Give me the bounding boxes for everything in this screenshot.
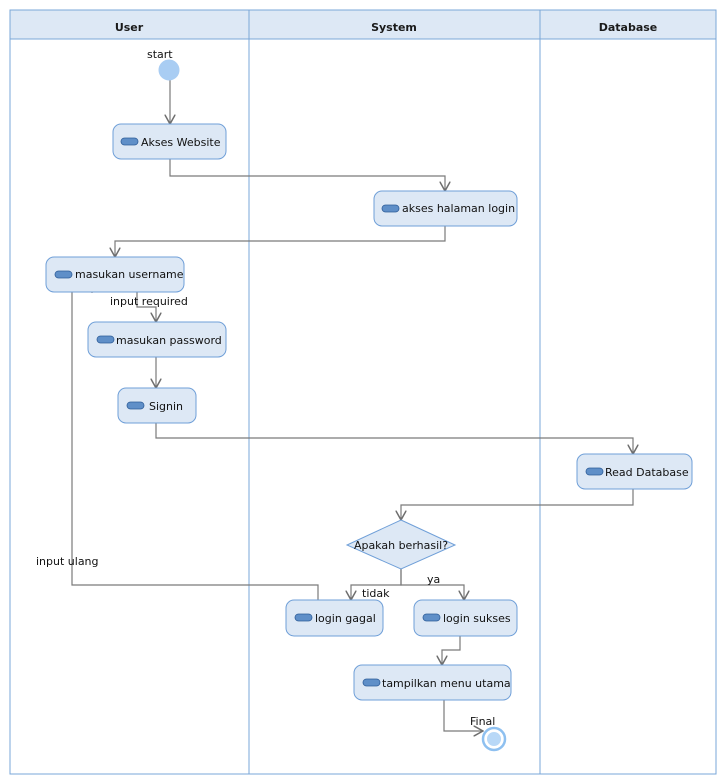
action-box [117,387,197,424]
edge-username-password [136,292,156,322]
lane-header-system [248,9,541,40]
edge-labels: input required input ulang tidak ya [36,295,440,600]
action-box [285,599,384,637]
edge-label-input-required: input required [110,295,188,308]
action-masukan-username[interactable]: masukan username [45,256,185,293]
action-label-login-sukses: login sukses [443,612,511,625]
action-signin[interactable]: Signin [117,387,197,424]
lane-title-user: User [115,21,144,34]
action-masukan-password[interactable]: masukan password [87,321,227,358]
lane-title-system: System [371,21,417,34]
edge-menu-utama-final [443,700,483,731]
action-icon [422,613,441,622]
action-box [45,256,185,293]
action-label-tampilkan-menu-utama: tampilkan menu utama [382,677,511,690]
action-label-masukan-password: masukan password [116,334,222,347]
edge-akses-website-halaman-login [169,159,445,191]
edge-label-input-ulang: input ulang [36,555,99,568]
action-label-signin: Signin [149,400,183,413]
swimlanes: User System Database [9,9,717,775]
edge-read-database-decision [401,489,634,520]
edge-halaman-login-username [115,226,446,257]
action-icon [294,613,313,622]
start-node[interactable]: start [147,48,180,81]
action-box [413,599,518,637]
action-box [576,453,693,490]
final-label: Final [470,715,495,728]
action-label-read-database: Read Database [605,466,689,479]
edge-decision-login-sukses [400,569,464,600]
action-icon [120,137,139,146]
edge-label-tidak: tidak [362,587,390,600]
action-login-sukses[interactable]: login sukses [413,599,518,637]
action-box [87,321,227,358]
swimlane-frame [9,9,717,775]
decision-label: Apakah berhasil? [354,539,448,552]
edge-label-ya: ya [427,573,440,586]
action-icon [585,467,604,476]
action-box [112,123,227,160]
action-icon [362,678,381,687]
action-login-gagal[interactable]: login gagal [285,599,384,637]
start-label: start [147,48,173,61]
action-icon [126,401,145,410]
action-icon [381,204,400,213]
action-box [373,190,518,227]
edge-login-sukses-menu-utama [442,636,461,665]
action-akses-halaman-login[interactable]: akses halaman login [373,190,518,227]
action-label-akses-website: Akses Website [141,136,221,149]
decision-diamond [345,519,457,570]
start-circle [158,59,180,81]
final-node[interactable]: Final [470,715,507,752]
decision-node[interactable]: Apakah berhasil? [345,519,457,570]
lane-header-database [539,9,717,40]
action-label-akses-halaman-login: akses halaman login [402,202,515,215]
action-label-masukan-username: masukan username [75,268,184,281]
action-read-database[interactable]: Read Database [576,453,693,490]
action-akses-website[interactable]: Akses Website [112,123,227,160]
edge-signin-read-database [155,423,633,454]
lane-header-user [9,9,250,40]
action-icon [54,270,73,279]
action-box [353,664,512,701]
action-tampilkan-menu-utama[interactable]: tampilkan menu utama [353,664,512,701]
action-label-login-gagal: login gagal [315,612,376,625]
action-icon [96,335,115,344]
final-inner-circle [487,732,501,746]
lane-title-database: Database [599,21,658,34]
